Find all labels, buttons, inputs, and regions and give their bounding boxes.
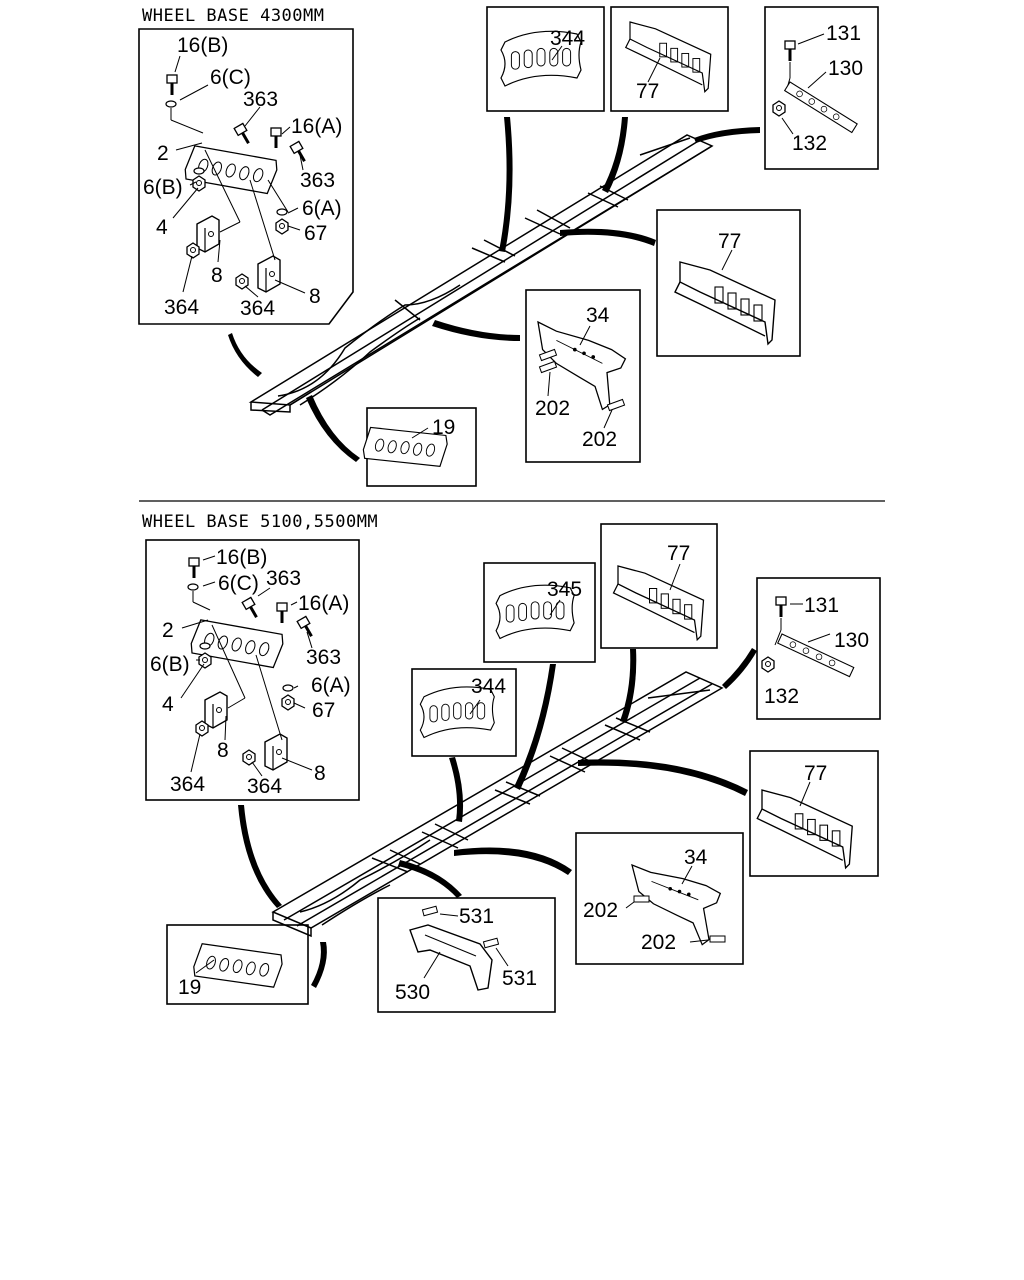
detail-box-344: 344 [411, 668, 517, 757]
detail-box-131: 131 130 132 [756, 577, 881, 720]
callout-8: 8 [217, 739, 229, 762]
callout-6b: 6(B) [143, 176, 183, 199]
callout-34: 34 [586, 304, 610, 327]
callout-8: 8 [314, 762, 326, 785]
callout-132: 132 [764, 685, 799, 708]
chassis-frame [271, 671, 724, 938]
callout-16b: 16(B) [216, 546, 267, 569]
callout-16a: 16(A) [291, 115, 342, 138]
callout-6b: 6(B) [150, 653, 190, 676]
detail-box-19: 19 [360, 407, 477, 487]
callout-364: 364 [247, 775, 282, 798]
chassis-frame [248, 134, 714, 416]
callout-67: 67 [304, 222, 327, 245]
detail-box-left: 16(B) 6(C) 363 16(A) 2 363 6(B) 6(A) 4 6… [138, 28, 354, 325]
callout-202: 202 [535, 397, 570, 420]
callout-67: 67 [312, 699, 335, 722]
callout-344: 344 [471, 675, 506, 698]
callout-77: 77 [636, 80, 659, 103]
callout-6a: 6(A) [311, 674, 351, 697]
section-title: WHEEL BASE 5100,5500MM [142, 512, 378, 532]
detail-box-344: 344 [486, 6, 605, 112]
callout-345: 345 [547, 578, 582, 601]
callout-19: 19 [432, 416, 455, 439]
callout-202: 202 [583, 899, 618, 922]
detail-box-34: 34 202 202 [575, 832, 744, 965]
callout-364: 364 [240, 297, 275, 320]
pointer-arcs [238, 648, 757, 988]
detail-box-77-right: 77 [749, 750, 879, 877]
section-wheelbase-5100-5500: WHEEL BASE 5100,5500MM [142, 512, 881, 1013]
callout-364: 364 [170, 773, 205, 796]
callout-363: 363 [306, 646, 341, 669]
callout-202: 202 [641, 931, 676, 954]
callout-364: 364 [164, 296, 199, 319]
detail-box-77-top: 77 [600, 523, 718, 649]
detail-box-77-top: 77 [610, 6, 729, 112]
callout-16a: 16(A) [298, 592, 349, 615]
callout-531: 531 [459, 905, 494, 928]
callout-131: 131 [804, 594, 839, 617]
callout-130: 130 [834, 629, 869, 652]
callout-4: 4 [162, 693, 174, 716]
callout-132: 132 [792, 132, 827, 155]
callout-344: 344 [550, 27, 585, 50]
detail-box-left: 16(B) 6(C) 363 16(A) 2 363 6(B) 6(A) 4 6… [145, 539, 360, 801]
callout-77: 77 [667, 542, 690, 565]
section-title: WHEEL BASE 4300MM [142, 6, 325, 26]
callout-6a: 6(A) [302, 197, 342, 220]
callout-363: 363 [266, 567, 301, 590]
section-wheelbase-4300: WHEEL BASE 4300MM [138, 6, 879, 487]
callout-16b: 16(B) [177, 34, 228, 57]
detail-box-345: 345 [483, 562, 596, 663]
callout-2: 2 [157, 142, 169, 165]
callout-77: 77 [718, 230, 741, 253]
callout-363: 363 [300, 169, 335, 192]
detail-box-131: 131 130 132 [764, 6, 879, 170]
callout-77: 77 [804, 762, 827, 785]
pointer-arcs [228, 117, 760, 462]
callout-363: 363 [243, 88, 278, 111]
detail-box-77-right: 77 [656, 209, 801, 357]
callout-19: 19 [178, 976, 201, 999]
callout-6c: 6(C) [218, 572, 259, 595]
callout-8: 8 [211, 264, 223, 287]
callout-34: 34 [684, 846, 708, 869]
detail-box-19: 19 [166, 924, 309, 1005]
callout-2: 2 [162, 619, 174, 642]
callout-130: 130 [828, 57, 863, 80]
callout-202: 202 [582, 428, 617, 451]
callout-6c: 6(C) [210, 66, 251, 89]
callout-8: 8 [309, 285, 321, 308]
detail-box-34: 34 202 202 [525, 289, 641, 463]
callout-131: 131 [826, 22, 861, 45]
callout-531: 531 [502, 967, 537, 990]
callout-4: 4 [156, 216, 168, 239]
callout-530: 530 [395, 981, 430, 1004]
detail-box-530: 531 531 530 [377, 897, 556, 1013]
